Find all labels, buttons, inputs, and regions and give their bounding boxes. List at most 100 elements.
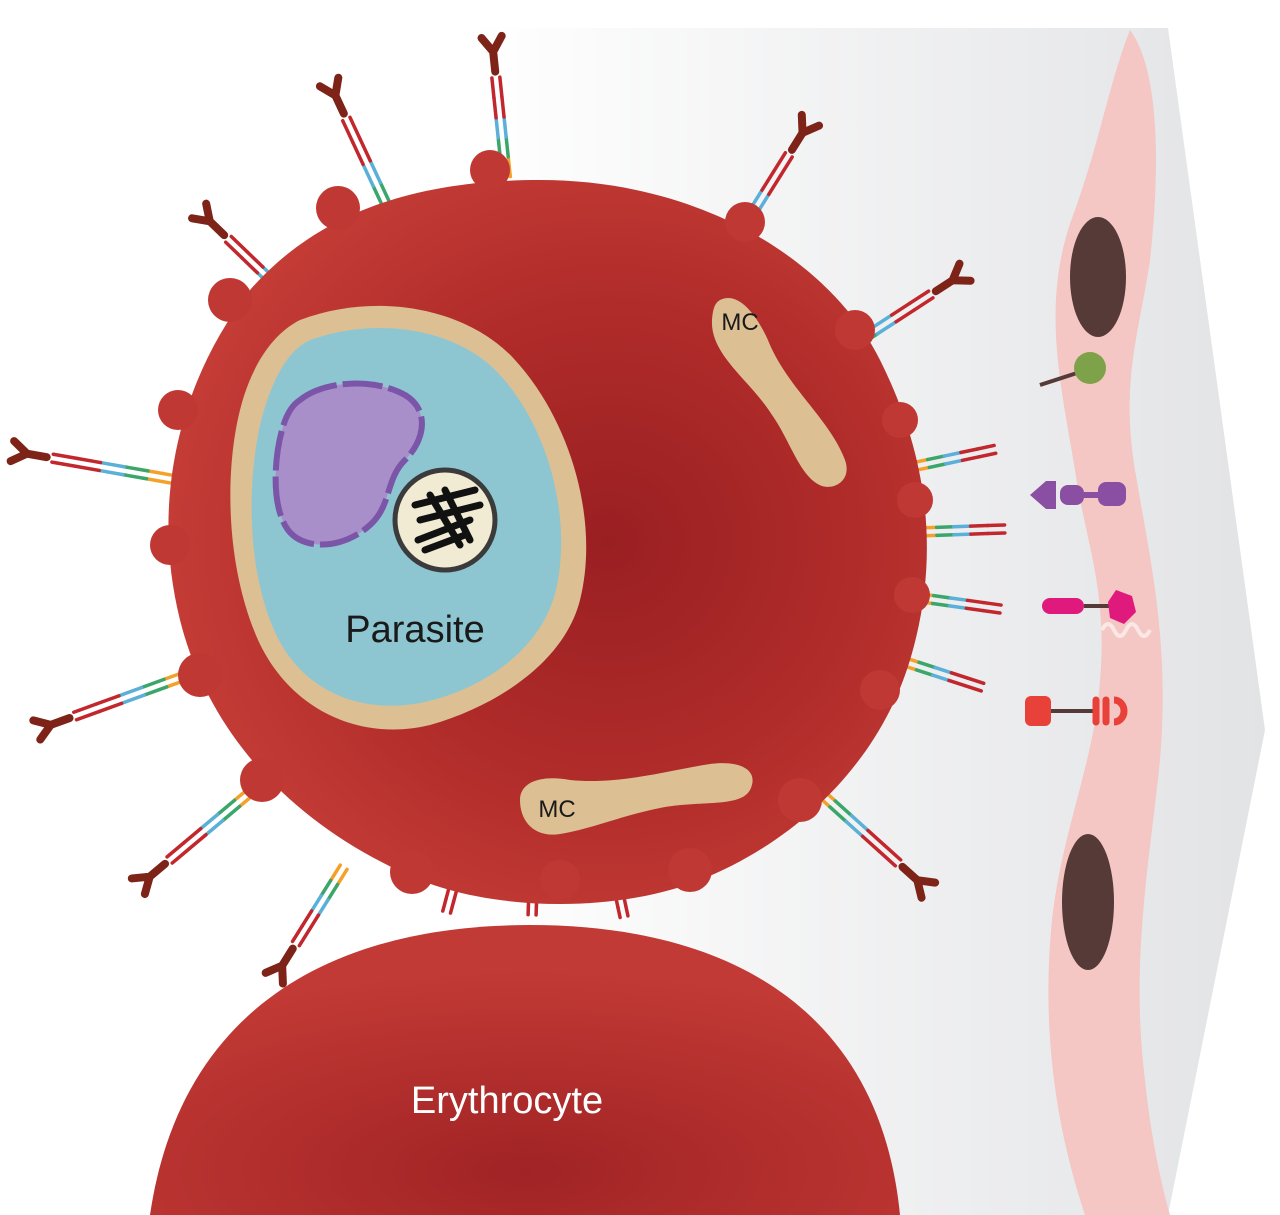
stalk-segment bbox=[925, 454, 946, 462]
antibody bbox=[127, 859, 170, 899]
stalk-segment bbox=[866, 828, 887, 847]
antibody bbox=[787, 110, 824, 154]
stalk-segment bbox=[144, 477, 172, 485]
stalk-segment bbox=[221, 804, 242, 823]
stalk-segment bbox=[935, 532, 956, 538]
stalk-segment bbox=[119, 693, 146, 706]
receptor-purple bbox=[1030, 481, 1126, 509]
stalk-segment bbox=[942, 450, 963, 458]
maurers-cleft-label: MC bbox=[721, 309, 758, 336]
stalk-segment bbox=[361, 162, 375, 188]
stalk-segment bbox=[944, 458, 965, 466]
stalk-segment bbox=[121, 472, 149, 481]
stalk-segment bbox=[930, 601, 952, 608]
stalk-segment bbox=[981, 608, 1002, 615]
stalk-segment bbox=[448, 899, 456, 915]
stalk-segment bbox=[204, 818, 225, 837]
stalk-segment bbox=[882, 843, 903, 862]
stalk-segment bbox=[860, 834, 881, 853]
endothelial-nucleus bbox=[1062, 834, 1114, 970]
stalk-segment bbox=[75, 456, 103, 465]
stalk-segment bbox=[358, 137, 373, 163]
antibody bbox=[188, 199, 229, 240]
stalk-segment bbox=[934, 524, 956, 530]
erythrocyte-label: Erythrocyte bbox=[411, 1080, 603, 1122]
stalk-segment bbox=[849, 813, 870, 833]
stalk-segment bbox=[985, 523, 1007, 528]
stalk-segment bbox=[351, 140, 365, 166]
stalk-segment bbox=[771, 151, 788, 174]
stalk-segment bbox=[444, 886, 451, 902]
stalk-segment bbox=[948, 596, 970, 603]
stalk-segment bbox=[494, 116, 500, 140]
stalk-segment bbox=[97, 468, 125, 477]
stalk-segment bbox=[963, 683, 983, 693]
receptor-magenta bbox=[1042, 590, 1136, 624]
receptor-green bbox=[1019, 352, 1106, 407]
stalk-segment bbox=[340, 118, 355, 145]
antibody bbox=[898, 862, 940, 902]
stalk-segment bbox=[951, 524, 973, 529]
surface-knobs bbox=[150, 150, 933, 900]
stalk-segment bbox=[500, 95, 506, 119]
stalk-segment bbox=[889, 301, 912, 317]
stalk-segment bbox=[142, 685, 169, 697]
stalk-segment bbox=[72, 702, 99, 715]
stalk-segment bbox=[952, 532, 973, 537]
stalk-segment bbox=[451, 888, 459, 904]
stalk-segment bbox=[949, 671, 970, 680]
antibody bbox=[315, 73, 348, 118]
stalk-segment bbox=[170, 847, 191, 865]
stalk-segment bbox=[309, 893, 323, 913]
maurers-cleft-label: MC bbox=[538, 796, 575, 823]
stalk-segment bbox=[328, 863, 342, 883]
stalk-segment bbox=[326, 882, 340, 902]
stalk-segment bbox=[165, 841, 186, 859]
antibody bbox=[29, 714, 74, 744]
stalk-segment bbox=[760, 169, 776, 192]
stalk-segment bbox=[348, 115, 362, 141]
stalk-segment bbox=[965, 676, 986, 686]
stalk-segment bbox=[97, 701, 124, 714]
stalk-segment bbox=[986, 531, 1007, 536]
stalk-segment bbox=[767, 173, 783, 197]
parasite-nucleus bbox=[272, 380, 425, 548]
stalk-segment bbox=[502, 115, 508, 139]
stalk-segment bbox=[378, 180, 393, 207]
stalk-segment bbox=[441, 897, 448, 913]
stalk-segment bbox=[94, 694, 121, 706]
stalk-segment bbox=[50, 460, 78, 469]
antibody bbox=[261, 944, 297, 988]
stalk-segment bbox=[300, 909, 314, 928]
stalk-segment bbox=[117, 685, 144, 698]
stalk-segment bbox=[498, 75, 504, 99]
endothelial-nucleus bbox=[1070, 217, 1126, 337]
stalk-segment bbox=[319, 878, 333, 898]
stalk-segment bbox=[844, 819, 865, 839]
stalk-segment bbox=[245, 250, 265, 269]
stalk-segment bbox=[368, 159, 383, 185]
stalk-segment bbox=[947, 678, 967, 688]
stalk-segment bbox=[239, 255, 260, 275]
stalk-segment bbox=[927, 462, 948, 470]
tight-junction bbox=[1100, 622, 1152, 638]
chromatin bbox=[411, 486, 484, 554]
stalk-segment bbox=[504, 135, 510, 159]
stalk-segment bbox=[871, 313, 894, 329]
stalk-segment bbox=[969, 531, 990, 536]
stalk-segment bbox=[930, 673, 951, 683]
stalk-segment bbox=[98, 460, 126, 469]
stalk-segment bbox=[875, 320, 898, 336]
stalk-segment bbox=[223, 240, 244, 260]
stalk-segment bbox=[917, 660, 937, 670]
maurers-cleft bbox=[711, 298, 847, 487]
stalk-segment bbox=[139, 677, 166, 690]
stalk-segment bbox=[492, 96, 498, 120]
stalk-segment bbox=[74, 709, 101, 722]
stalk-segment bbox=[833, 799, 854, 818]
stalk-segment bbox=[51, 452, 79, 461]
stalk-segment bbox=[964, 606, 985, 613]
antibody bbox=[477, 31, 506, 76]
stalk-segment bbox=[146, 469, 174, 477]
